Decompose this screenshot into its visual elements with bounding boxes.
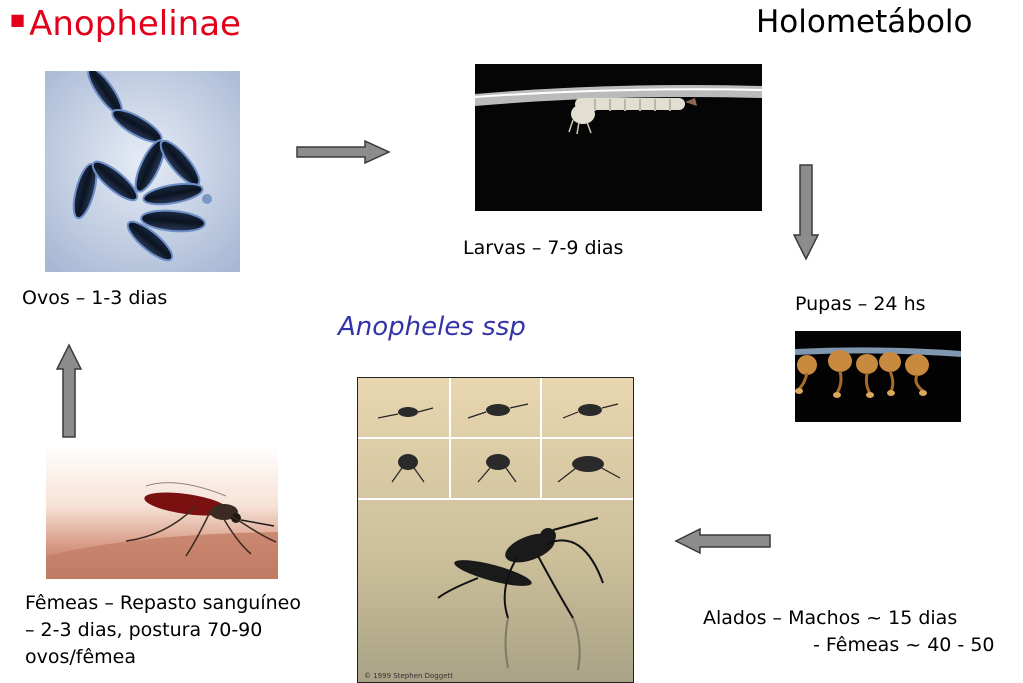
species-label: Anopheles ssp [338,312,526,342]
females-label-line3: ovos/fêmea [25,646,137,668]
pupae-label: Pupas – 24 hs [795,293,926,315]
arrow-right-icon [296,140,391,164]
emergence-collage: © 1999 Stephen Doggett [357,377,634,683]
arrow-down-icon [793,164,819,261]
larva-photo [475,64,762,211]
arrow-left-icon [674,528,771,554]
adults-label-line1: Alados – Machos ~ 15 dias [703,607,958,629]
pupae-photo [795,331,961,422]
title-text: Anophelinae [29,4,241,44]
eggs-photo [45,71,240,272]
page-title: ■Anophelinae [10,4,241,44]
feeding-female-photo [46,446,278,579]
eggs-label: Ovos – 1-3 dias [22,287,168,309]
adults-label-line2: - Fêmeas ~ 40 - 50 [813,634,995,656]
females-label-line1: Fêmeas – Repasto sanguíneo [25,592,301,614]
page-subtitle: Holometábolo [756,4,973,40]
larvae-label: Larvas – 7-9 dias [463,237,624,259]
photo-credit: © 1999 Stephen Doggett [364,672,453,680]
bullet-icon: ■ [10,10,26,29]
females-label-line2: – 2-3 dias, postura 70-90 [25,619,263,641]
arrow-up-icon [56,343,82,438]
